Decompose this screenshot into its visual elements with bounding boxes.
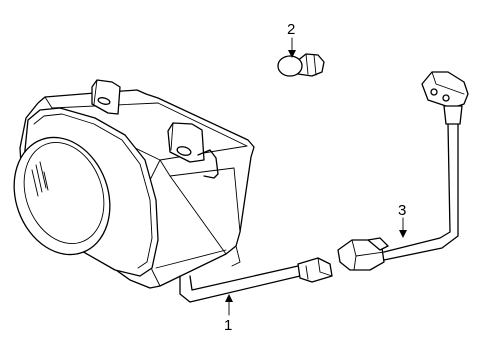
- bulb: [277, 53, 325, 77]
- fog-lamp-housing: [13, 79, 255, 289]
- socket-harness: [337, 71, 469, 271]
- callout-3-label: 3: [398, 202, 406, 219]
- callout-2-label: 2: [287, 21, 295, 38]
- wiring-harness-lamp: [179, 257, 333, 303]
- callout-1-label: 1: [224, 317, 232, 334]
- callout-leaders: [225, 37, 407, 316]
